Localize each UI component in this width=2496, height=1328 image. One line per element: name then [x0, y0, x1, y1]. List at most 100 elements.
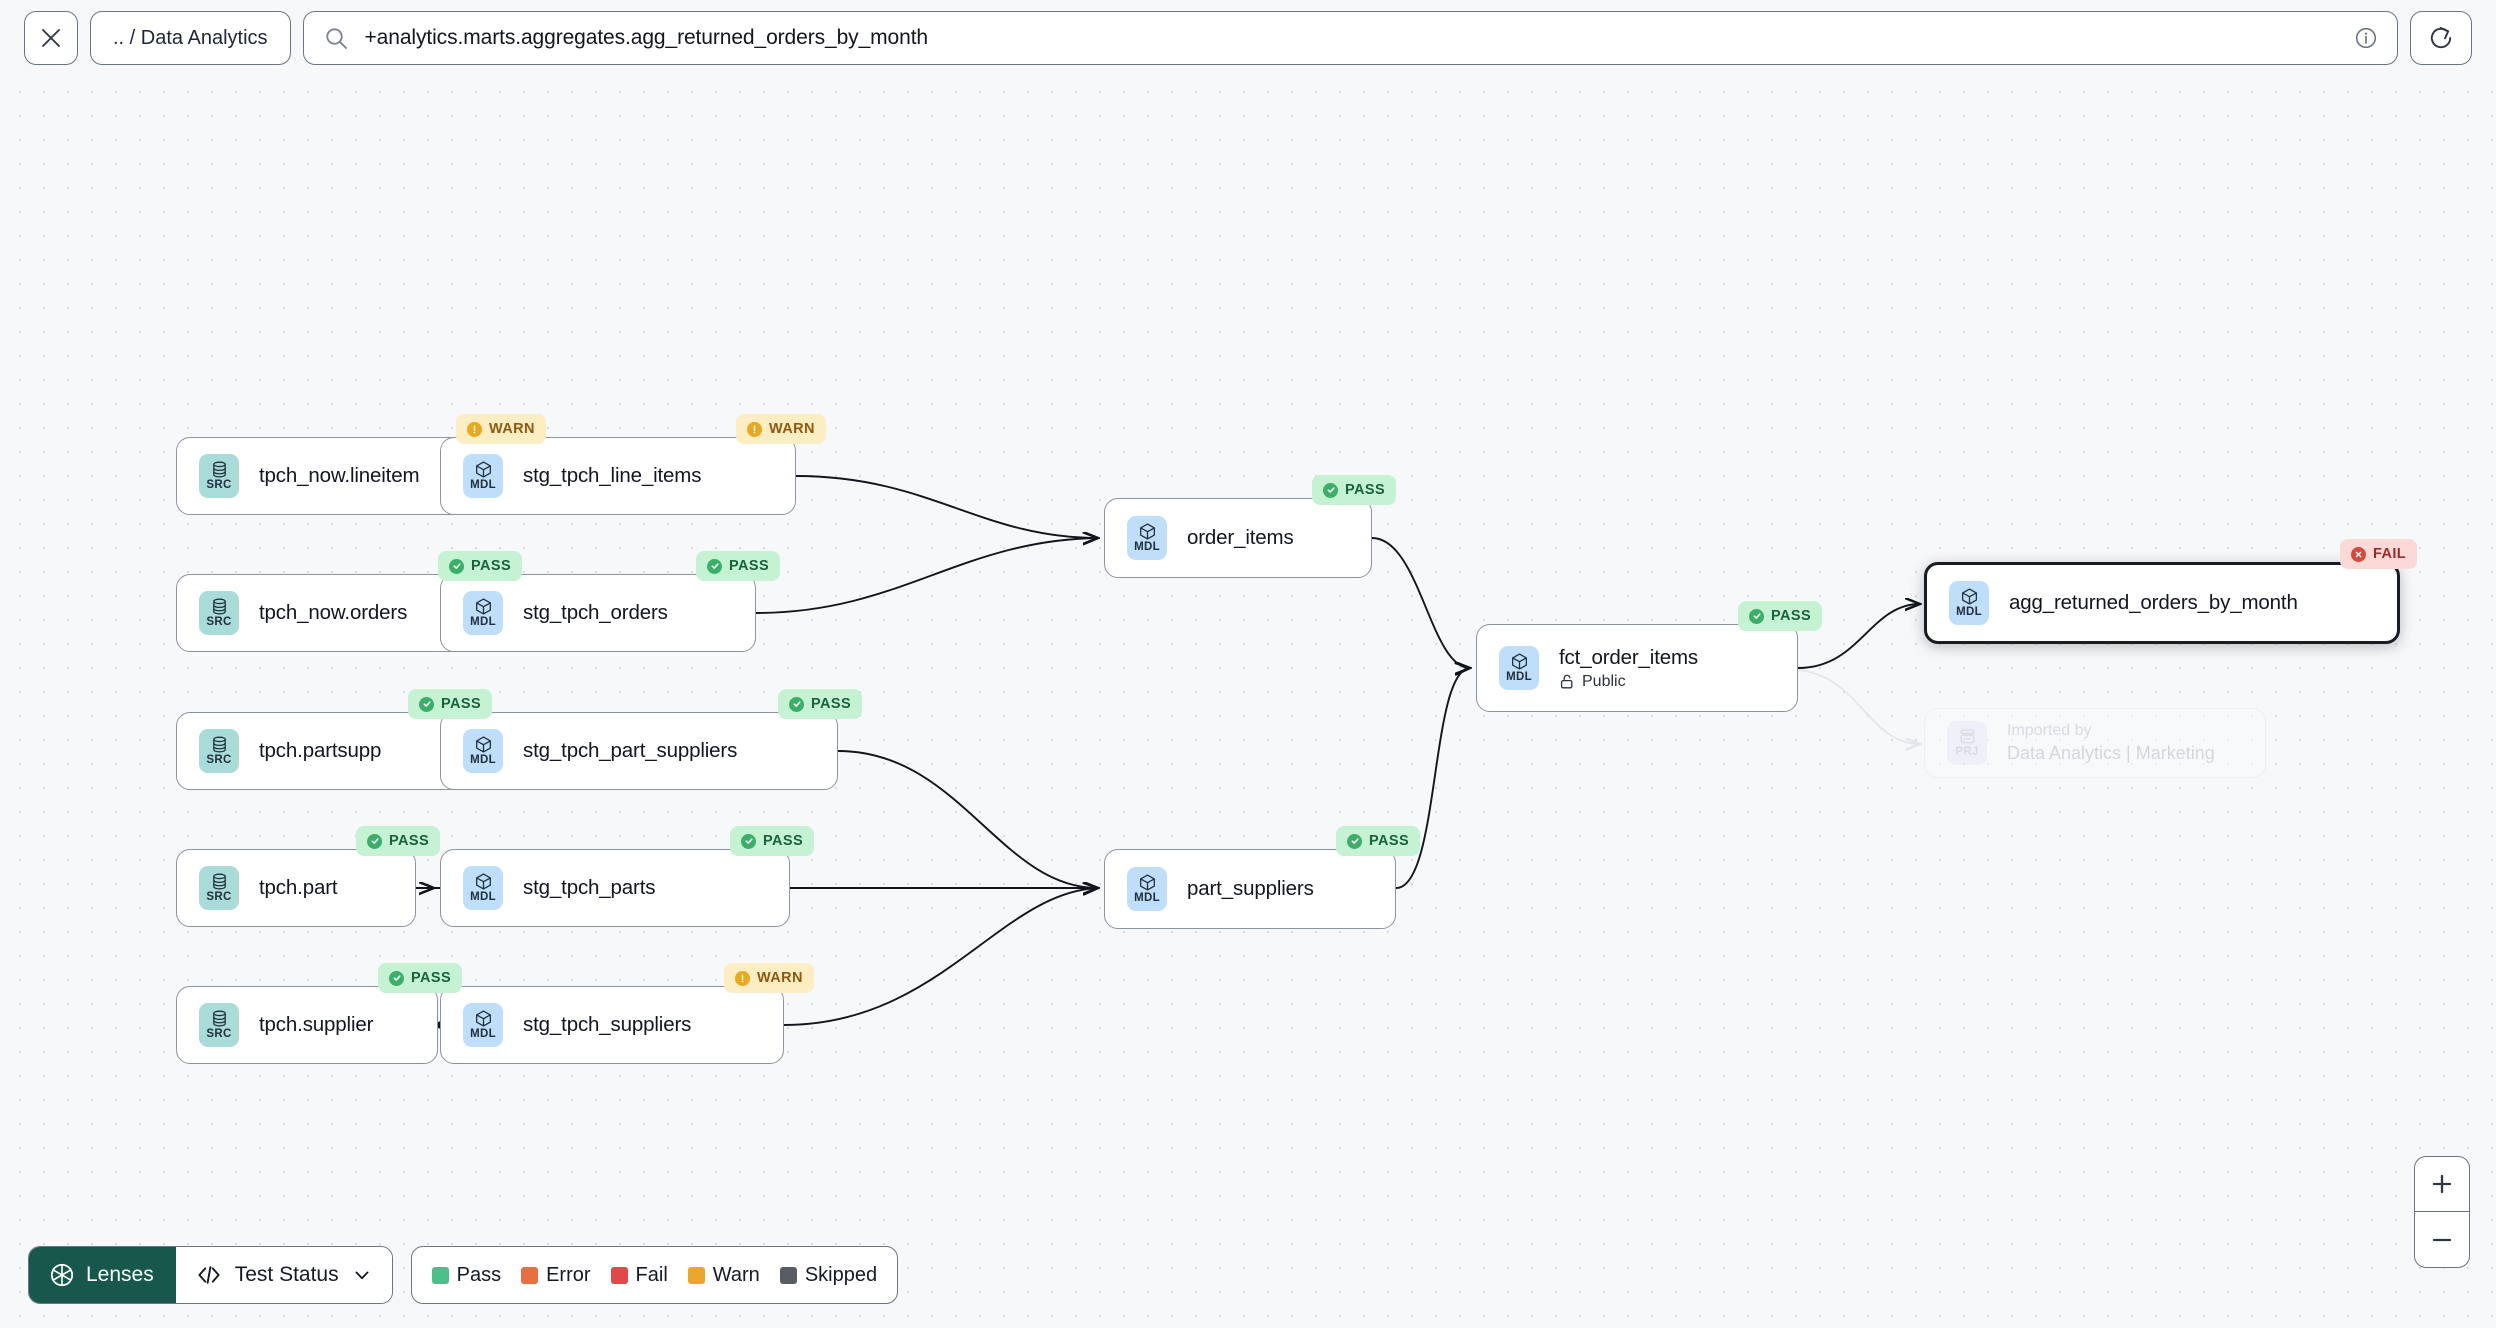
node-body: stg_tpch_orders: [523, 601, 668, 625]
node-body: tpch_now.lineitem: [259, 464, 420, 488]
status-badge-pass[interactable]: PASS: [696, 551, 781, 581]
legend-label: Skipped: [804, 1263, 878, 1286]
node-title: stg_tpch_line_items: [523, 464, 702, 487]
search-input[interactable]: +analytics.marts.aggregates.agg_returned…: [364, 26, 929, 49]
status-badge-pass[interactable]: PASS: [730, 826, 815, 856]
status-badge-fail[interactable]: FAIL: [2340, 539, 2418, 569]
cube-icon: [1139, 523, 1155, 540]
status-dot: [2351, 546, 2366, 562]
legend-item-fail[interactable]: Fail: [610, 1263, 668, 1287]
node-title: stg_tpch_orders: [523, 601, 668, 624]
refresh-button[interactable]: [2410, 11, 2472, 65]
status-dot: [467, 421, 482, 437]
status-dot: [1347, 833, 1362, 849]
status-badge-pass[interactable]: PASS: [378, 963, 463, 993]
graph-node-stg-tpch-part-suppliers[interactable]: MDL stg_tpch_part_suppliers: [440, 712, 838, 790]
status-badge-warn[interactable]: WARN: [724, 963, 814, 993]
test-status-dropdown[interactable]: Test Status: [175, 1247, 392, 1303]
check-icon: [393, 975, 401, 981]
project-icon: [1960, 729, 1974, 744]
search-bar[interactable]: +analytics.marts.aggregates.agg_returned…: [302, 11, 2398, 65]
exclamation-icon: [753, 424, 756, 433]
graph-node-stg-tpch-parts[interactable]: MDL stg_tpch_parts: [440, 849, 790, 927]
legend-item-pass[interactable]: Pass: [431, 1264, 501, 1287]
status-badge-pass[interactable]: PASS: [1738, 601, 1823, 631]
imported-by-project: Data Analytics | Marketing: [2007, 743, 2215, 763]
node-type-label: MDL: [1506, 671, 1532, 684]
bottom-toolbar: Lenses Test Status Pass Error Fail Warn Skip…: [28, 1246, 899, 1304]
refresh-icon: [2430, 27, 2452, 49]
breadcrumb[interactable]: .. / Data Analytics: [90, 11, 291, 65]
status-badge-pass[interactable]: PASS: [356, 826, 441, 856]
status-badge-warn[interactable]: WARN: [736, 414, 826, 444]
node-subtitle-label: Public: [1582, 672, 1626, 690]
status-badge-pass[interactable]: PASS: [438, 551, 523, 581]
graph-node-agg-returned-orders-by-month[interactable]: MDL agg_returned_orders_by_month: [1924, 562, 2400, 644]
check-icon: [711, 563, 719, 569]
status-badge-pass[interactable]: PASS: [1336, 826, 1421, 856]
cube-icon: [1961, 588, 1977, 605]
node-body: agg_returned_orders_by_month: [2009, 591, 2298, 615]
aperture-icon: [50, 1263, 74, 1287]
status-badge-label: PASS: [441, 696, 482, 712]
graph-node-part-suppliers[interactable]: MDL part_suppliers: [1104, 849, 1396, 929]
cube-icon: [475, 598, 491, 615]
node-type-badge-mdl: MDL: [463, 866, 503, 910]
cube-icon: [1139, 874, 1155, 891]
legend-item-error[interactable]: Error: [521, 1264, 591, 1287]
status-dot: [735, 970, 750, 986]
check-icon: [745, 838, 753, 844]
status-badge-label: PASS: [811, 696, 852, 712]
node-title: stg_tpch_part_suppliers: [523, 739, 738, 762]
legend-label: Fail: [635, 1263, 668, 1286]
node-subtitle: Public: [1559, 673, 1698, 691]
zoom-in-button[interactable]: [2415, 1157, 2469, 1212]
legend-item-warn[interactable]: Warn: [687, 1264, 760, 1287]
node-type-label: MDL: [1134, 892, 1160, 905]
status-badge-pass[interactable]: PASS: [408, 689, 493, 719]
node-type-label: MDL: [470, 891, 496, 904]
status-badge-pass[interactable]: PASS: [778, 689, 863, 719]
legend-item-skipped[interactable]: Skipped: [779, 1263, 878, 1287]
node-body: part_suppliers: [1187, 877, 1314, 901]
status-badge-warn[interactable]: WARN: [456, 414, 546, 444]
status-badge-label: PASS: [729, 558, 770, 574]
status-dot: [747, 421, 762, 437]
node-title: order_items: [1187, 526, 1294, 549]
status-badge-label: PASS: [411, 970, 452, 986]
cube-icon: [475, 873, 491, 890]
node-body: tpch_now.orders: [259, 601, 407, 625]
lens-group: Lenses Test Status: [28, 1246, 393, 1304]
lenses-button[interactable]: Lenses: [29, 1247, 176, 1303]
info-icon[interactable]: [2353, 25, 2379, 51]
database-icon: [212, 736, 226, 753]
node-type-label: PRJ: [1955, 746, 1979, 759]
status-badge-label: PASS: [763, 833, 804, 849]
node-type-label: MDL: [470, 1028, 496, 1041]
node-title: tpch.partsupp: [259, 739, 382, 762]
node-title: agg_returned_orders_by_month: [2009, 591, 2298, 614]
node-type-badge-mdl: MDL: [463, 729, 503, 773]
close-button[interactable]: [24, 11, 78, 65]
minus-icon: [2432, 1238, 2452, 1241]
zoom-out-button[interactable]: [2415, 1212, 2469, 1267]
status-badge-pass[interactable]: PASS: [1312, 475, 1397, 505]
exclamation-icon: [473, 424, 476, 433]
node-type-label: MDL: [1956, 606, 1982, 619]
status-badge-label: WARN: [489, 421, 535, 437]
node-title: stg_tpch_parts: [523, 876, 656, 899]
database-icon: [212, 461, 226, 478]
